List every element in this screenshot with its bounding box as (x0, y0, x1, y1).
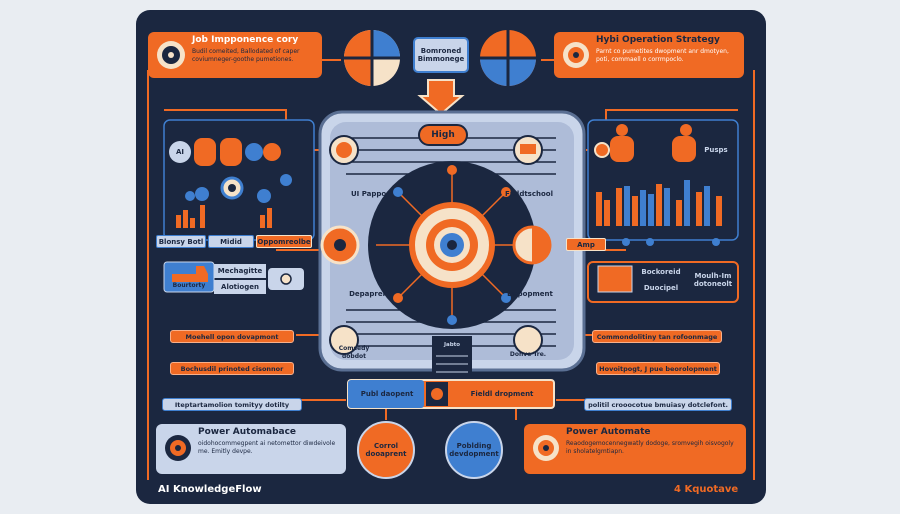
left-tab-1[interactable]: Midid (208, 235, 254, 248)
target-icon (165, 435, 191, 461)
bottom-left-card-title: Power Automabace (198, 427, 297, 437)
top-right-card: Hybi Operation Strategy Parnt co pumetit… (554, 32, 744, 78)
center-bottom-left-label: Depaprent (349, 290, 391, 298)
right-mid-label: Amp (566, 238, 606, 251)
top-center-label: Bomroned Bimmonege (417, 47, 465, 63)
center-right-label: Fieldtschool (504, 190, 553, 198)
bottom-left-circle-label: Corrol dooaprent (365, 442, 407, 458)
center-bottom-right-label: Depopment (507, 290, 553, 298)
footer-brand: AI KnowledgeFlow (158, 484, 262, 495)
right-panel-label: Pusps (704, 146, 728, 154)
left-row-label-0: Mechagitte (214, 264, 266, 278)
left-truck-caption: Bourtorty (172, 282, 206, 289)
central-hub (318, 110, 586, 386)
left-bar-2: Iteptartamolion tomityy dotilty (162, 398, 302, 411)
bar-cluster (596, 184, 722, 226)
center-badge: High (418, 124, 468, 146)
top-left-card-desc: Budil comeited, Ballodated of caper covi… (192, 48, 300, 63)
top-right-pie (480, 30, 536, 86)
right-bar-1: Hovoitpogt, J pue beorolopment (596, 362, 720, 375)
bottom-left-label: Publ daopent (360, 390, 414, 398)
left-row-label-1: Alotiogen (214, 280, 266, 294)
left-bar-1: Bochusdil prinoted cisonnor (170, 362, 294, 375)
target-icon (533, 435, 559, 461)
center-lower-left-label: Comsedy dobdot (338, 345, 370, 360)
bottom-center-graphics (347, 379, 555, 479)
top-left-pie (344, 30, 400, 86)
down-arrow-icon (417, 79, 465, 116)
center-left-label: UI Papport (350, 190, 394, 198)
bottom-right-card-desc: Reaodogemocennegwatly dodoge, sromvegih … (566, 440, 734, 455)
right-bar-0: Commondolitiny tan rofoonmage (592, 330, 722, 343)
left-bar-0: Moehell opon dovapmont (170, 330, 294, 343)
bottom-left-card: Power Automabace oidohocommegpent ai net… (156, 424, 346, 474)
footer-right-brand: 4 Kquotave (674, 484, 739, 495)
right-bar-2: politil crooocotue bmuiasy dotclefont. (584, 398, 732, 411)
target-icon (563, 42, 589, 68)
top-center-box (413, 37, 469, 73)
diagram-graphics (147, 30, 755, 480)
bottom-right-circle-label: Poblding devdopment (449, 442, 499, 458)
center-column-label: Jabto (443, 342, 461, 348)
bottom-right-card: Power Automate Reaodogemocennegwatly dod… (524, 424, 746, 474)
right-side-label: Moulh-Im dotoneolt (693, 272, 733, 288)
left-tab-0[interactable]: Blonsy Botl (156, 235, 206, 248)
right-box-label-0: Bockoreid (641, 268, 681, 276)
bottom-left-card-desc: oidohocommegpent ai netomettor diwdeivol… (198, 440, 336, 455)
right-panel-graphics (587, 119, 739, 303)
bottom-right-label: Fieldl dropment (470, 390, 534, 398)
center-lower-right-label: Donve Tre. (509, 351, 547, 358)
target-icon (157, 41, 185, 69)
top-left-card-title: Job Impponence cory (192, 35, 299, 45)
bottom-right-card-title: Power Automate (566, 427, 651, 437)
right-box-label-1: Duocipel (643, 284, 679, 292)
top-left-card: Job Impponence cory Budil comeited, Ball… (148, 32, 322, 78)
top-right-card-desc: Parnt co pumetites dwopment anr dmotyen,… (596, 48, 729, 63)
infographic-frame: Job Impponence cory Budil comeited, Ball… (136, 10, 766, 504)
left-tab-2[interactable]: Oppomreolbe (256, 235, 312, 248)
left-ai-label: AI (175, 148, 185, 156)
left-panel-graphics (163, 119, 315, 293)
top-right-card-title: Hybi Operation Strategy (596, 35, 720, 45)
